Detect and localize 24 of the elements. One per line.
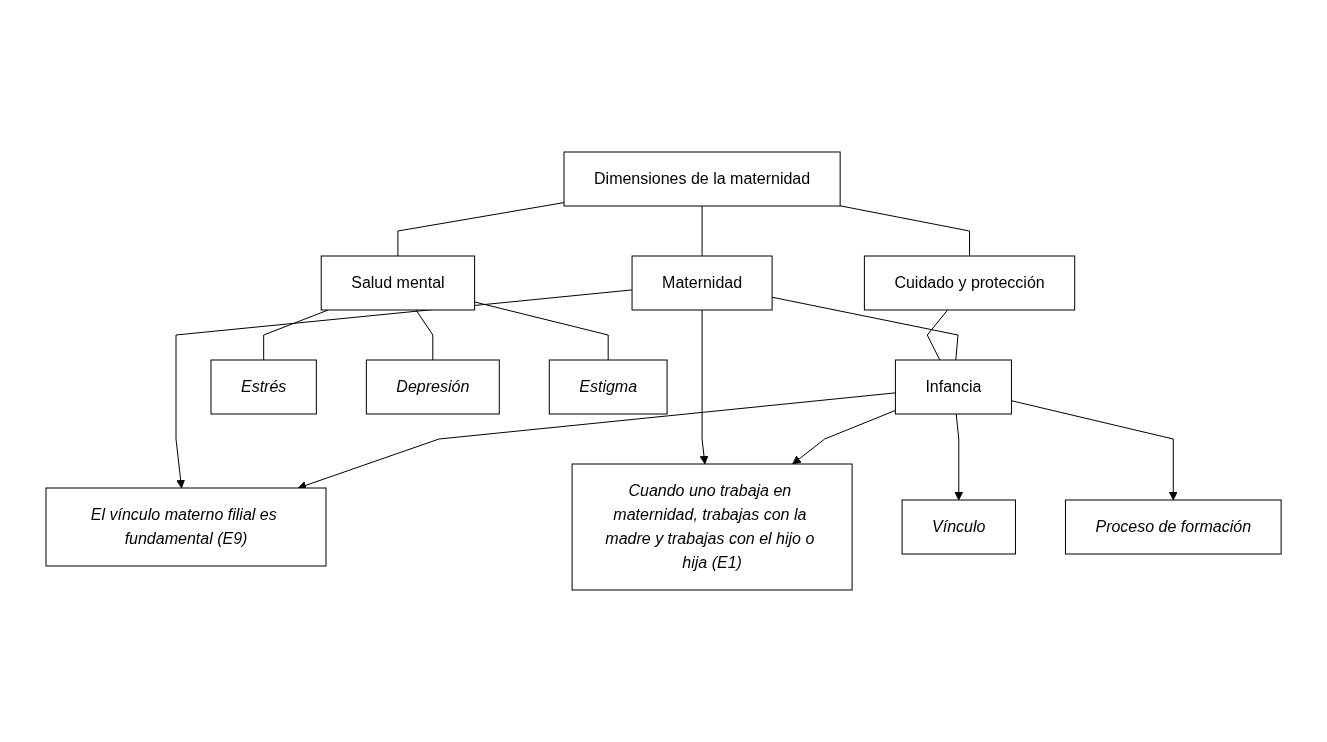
node-box: Estrés (210, 359, 317, 415)
arrow (699, 309, 709, 465)
node-box: Salud mental (320, 255, 476, 311)
node-box: El vínculo materno filial es fundamental (E9) (45, 487, 327, 567)
arrow (1010, 400, 1178, 501)
arrow (297, 392, 896, 490)
node-box: Estigma (548, 359, 668, 415)
connector (415, 309, 434, 361)
connector (771, 296, 959, 361)
node-box: Infancia (894, 359, 1012, 415)
node-box: Cuando uno trabaja en maternidad, trabajas con la madre y trabajas con el hijo o hija (E1) (571, 463, 853, 591)
arrow (175, 289, 633, 489)
connector (474, 301, 609, 361)
arrow (954, 413, 964, 501)
node-box: Proceso de formación (1064, 499, 1282, 555)
node-box: Vínculo (901, 499, 1016, 555)
connector (397, 202, 565, 257)
arrow (792, 409, 896, 465)
node-box: Depresión (365, 359, 500, 415)
node-box: Maternidad (631, 255, 773, 311)
node-box: Dimensiones de la maternidad (563, 151, 841, 207)
connector (701, 205, 703, 257)
node-box: Cuidado y protección (863, 255, 1076, 311)
connector (839, 205, 970, 257)
